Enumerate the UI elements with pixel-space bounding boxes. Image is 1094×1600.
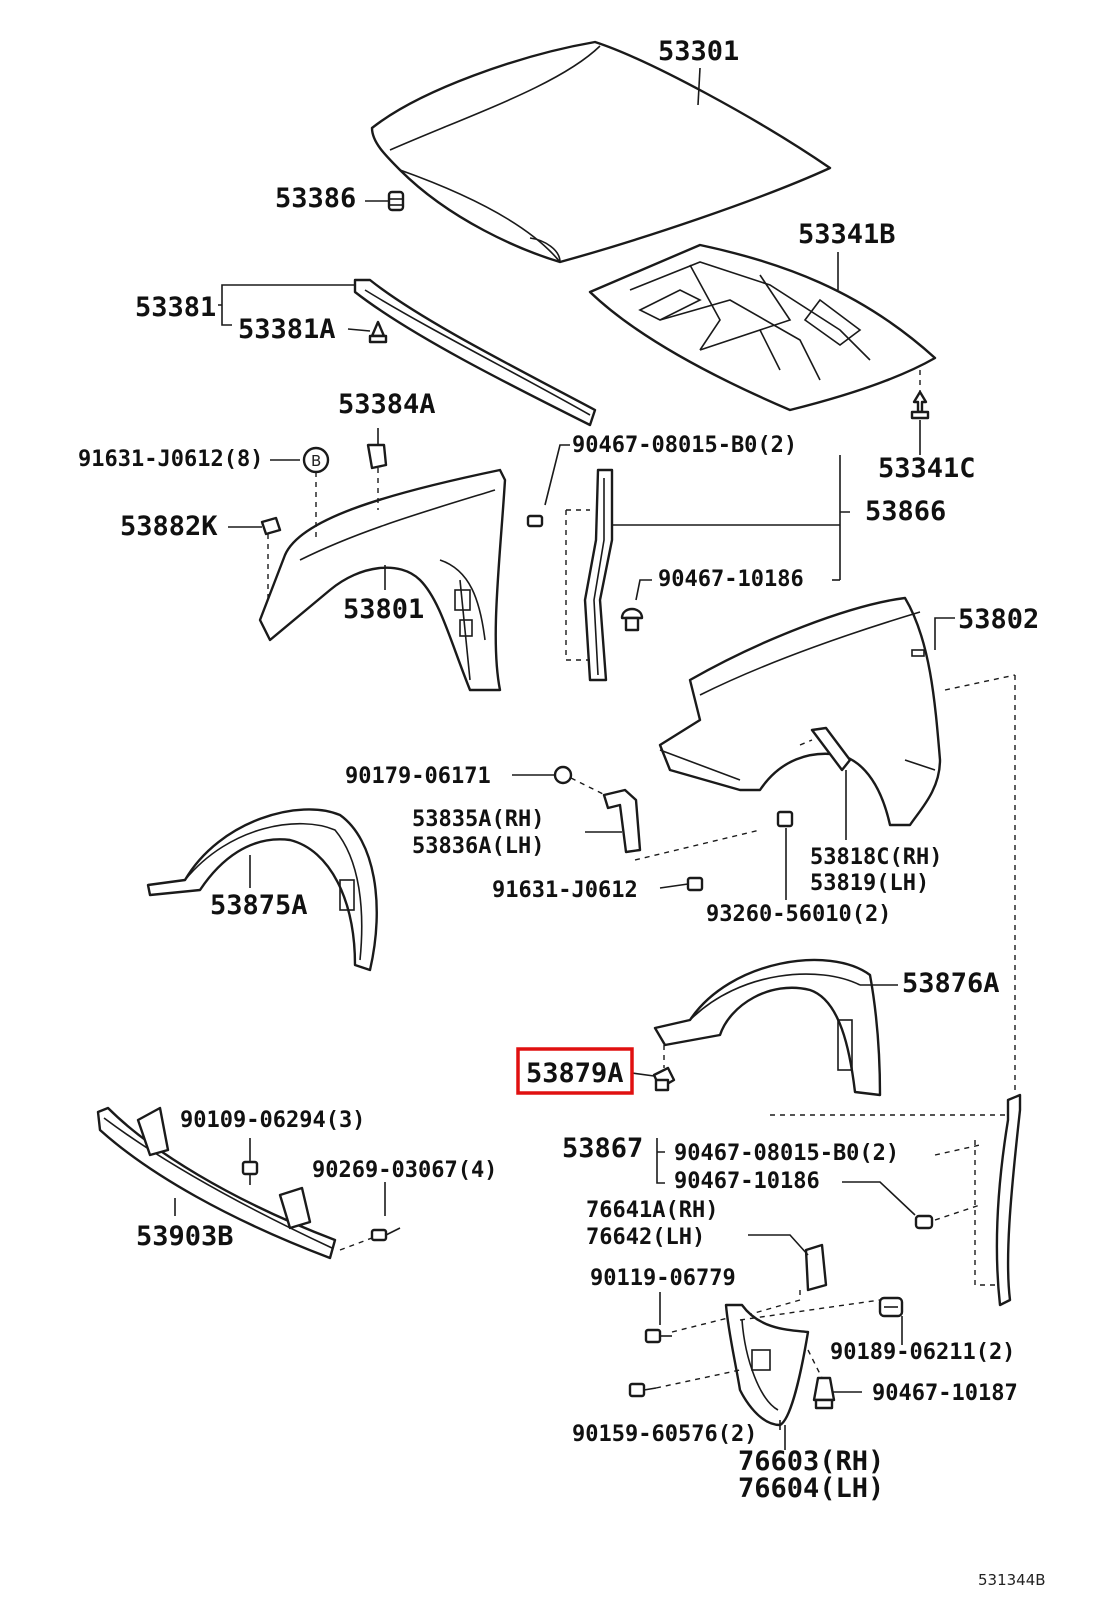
label-circle-b: B — [311, 452, 321, 470]
apron-bracket — [366, 443, 388, 470]
hood-seal — [353, 278, 597, 427]
label-53301: 53301 — [658, 36, 739, 67]
fender-bracket-front — [602, 788, 642, 854]
label-53819: 53819(LH) — [810, 871, 929, 896]
label-53381: 53381 — [135, 292, 216, 323]
label-53381a: 53381A — [238, 314, 336, 345]
label-91631-8: 91631-J0612(8) — [78, 447, 263, 472]
label-90467-08015-lower: 90467-08015-B0(2) — [674, 1141, 899, 1166]
label-53835a: 53835A(RH) — [412, 807, 544, 832]
label-53903b: 53903B — [136, 1221, 234, 1252]
label-76642: 76642(LH) — [586, 1225, 705, 1250]
label-53818c: 53818C(RH) — [810, 845, 942, 870]
label-53875a: 53875A — [210, 890, 308, 921]
fender-liner-front — [653, 958, 882, 1097]
bolt-90109 — [241, 1160, 259, 1185]
fender-bracket-upper — [583, 468, 614, 682]
label-53836a: 53836A(LH) — [412, 834, 544, 859]
label-90269: 90269-03067(4) — [312, 1158, 497, 1183]
label-90467-10186-upper: 90467-10186 — [658, 567, 804, 592]
bumper-reinforcement — [96, 1106, 337, 1260]
bolt-90467-08015-upper — [526, 514, 544, 528]
bolt-90159 — [628, 1382, 657, 1398]
label-53867: 53867 — [562, 1133, 643, 1164]
label-76604: 76604(LH) — [738, 1473, 884, 1504]
clip-90269 — [370, 1227, 401, 1242]
label-53341c: 53341C — [878, 453, 976, 484]
leader-53301 — [697, 67, 701, 106]
liner-clip — [652, 1066, 676, 1092]
bolt-91631 — [686, 876, 704, 892]
bolt-93260 — [776, 810, 794, 828]
label-53866: 53866 — [865, 496, 946, 527]
clip-90467-10187 — [812, 1376, 836, 1410]
diagram-code: 531344B — [978, 1571, 1046, 1589]
label-76603: 76603(RH) — [738, 1446, 884, 1477]
leader-53381 — [218, 284, 355, 326]
hood-cushion — [387, 190, 405, 212]
label-90119: 90119-06779 — [590, 1266, 736, 1291]
label-53384a: 53384A — [338, 389, 436, 420]
label-90189: 90189-06211(2) — [830, 1340, 1015, 1365]
mud-guard — [724, 1303, 810, 1427]
clip-90467-10186-upper — [620, 607, 644, 632]
highlight-box-53879a — [516, 1047, 634, 1095]
label-53879a: 53879A — [526, 1058, 624, 1089]
fender-bracket-lower — [995, 1093, 1022, 1307]
front-fender — [658, 596, 942, 827]
label-53802: 53802 — [958, 604, 1039, 635]
label-53876a: 53876A — [902, 968, 1000, 999]
clip-53882k — [260, 516, 282, 536]
bolt-90119 — [644, 1328, 672, 1344]
label-90109: 90109-06294(3) — [180, 1108, 365, 1133]
label-53341b: 53341B — [798, 219, 896, 250]
seal-clip — [368, 320, 388, 344]
label-90179: 90179-06171 — [345, 764, 491, 789]
fender-liner-rear — [146, 808, 378, 972]
hood-insulator — [588, 243, 937, 412]
fender-apron — [258, 468, 507, 692]
label-90159: 90159-60576(2) — [572, 1422, 757, 1447]
label-53882k: 53882K — [120, 511, 218, 542]
label-76641a: 76641A(RH) — [586, 1198, 718, 1223]
label-90467-08015-upper: 90467-08015-B0(2) — [572, 433, 797, 458]
label-90467-10186-lower: 90467-10186 — [674, 1169, 820, 1194]
nut-90179 — [553, 765, 573, 785]
label-53386: 53386 — [275, 183, 356, 214]
label-53801: 53801 — [343, 594, 424, 625]
clip-90189 — [878, 1296, 904, 1318]
label-93260: 93260-56010(2) — [706, 902, 891, 927]
insulator-clip — [910, 390, 930, 420]
label-90467-10187: 90467-10187 — [872, 1381, 1018, 1406]
mudguard-bracket — [804, 1243, 828, 1292]
hood-panel — [370, 40, 832, 264]
fender-liner-bracket — [810, 726, 852, 772]
label-91631: 91631-J0612 — [492, 878, 638, 903]
clip-90467-10186-lower — [914, 1214, 934, 1230]
